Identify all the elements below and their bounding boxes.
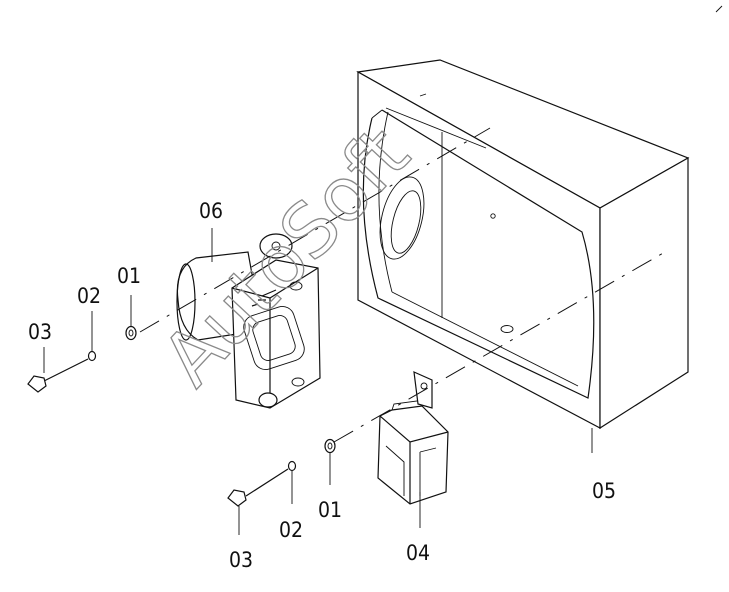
housing-box (356, 59, 690, 430)
callout-02-lower: 02 (279, 518, 303, 542)
relay (377, 371, 449, 505)
callout-02-upper: 02 (77, 284, 101, 308)
centerline-lower (333, 251, 666, 443)
leader-lines (43, 5, 723, 535)
callout-05: 05 (592, 479, 616, 503)
motor-unit (176, 233, 321, 409)
callout-03-upper: 03 (28, 320, 52, 344)
callout-03-lower: 03 (229, 548, 253, 572)
fasteners-lower (227, 438, 336, 507)
callout-01-lower: 01 (318, 498, 342, 522)
callout-04: 04 (406, 541, 430, 565)
fasteners-upper (27, 325, 137, 393)
callout-06: 06 (199, 199, 223, 223)
callout-01-upper: 01 (117, 264, 141, 288)
